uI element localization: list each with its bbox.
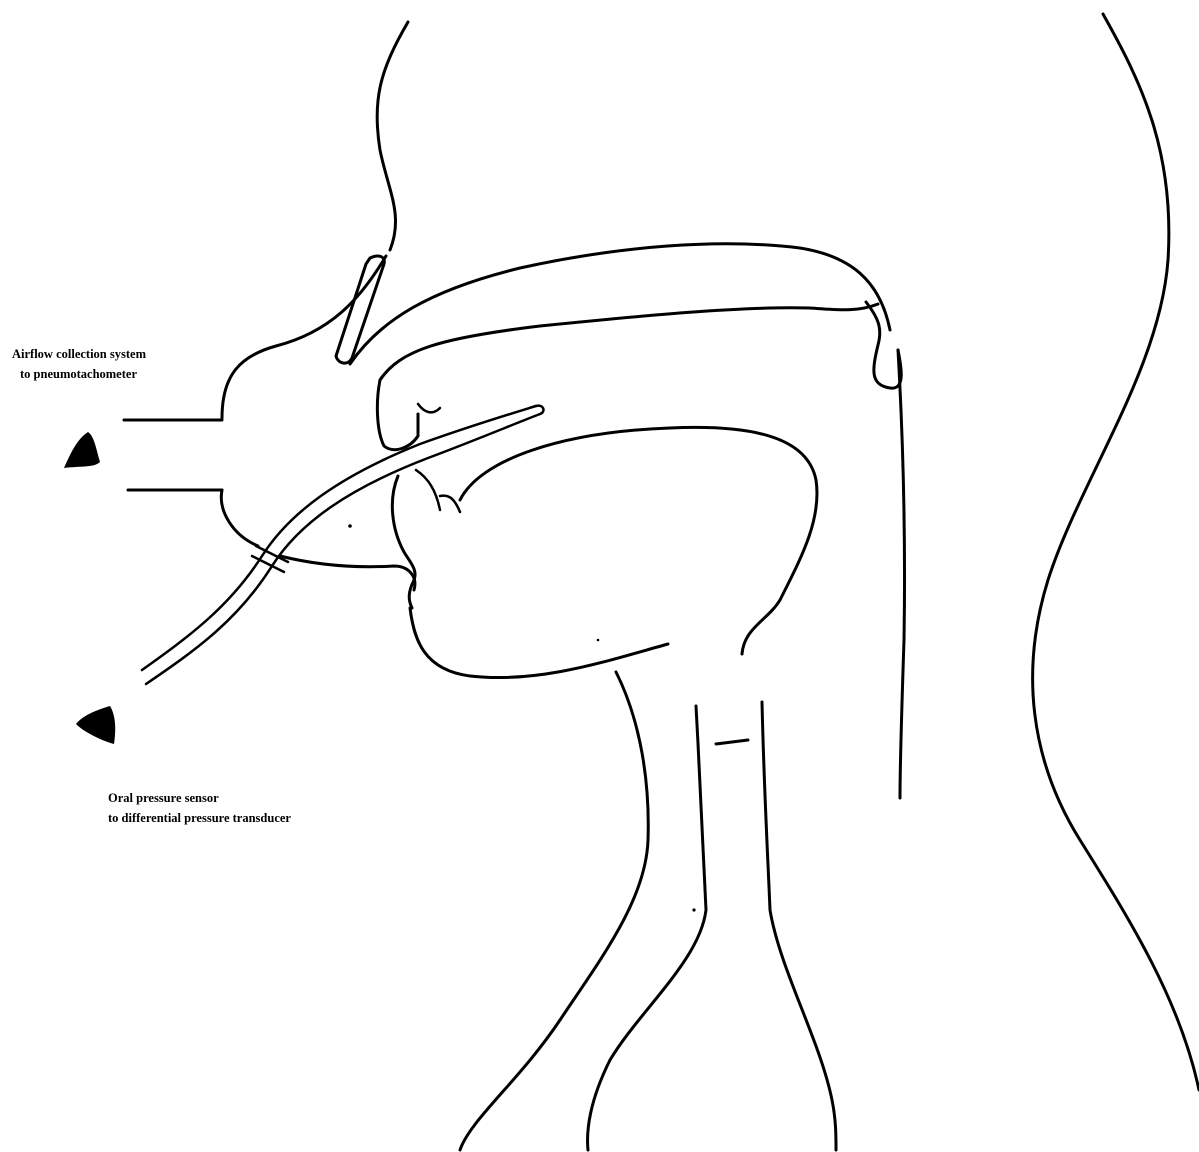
- airflow-arrow-icon: [64, 432, 100, 468]
- mask-lower-contact: [280, 556, 415, 590]
- airflow-mask-lower: [221, 490, 258, 546]
- upper-lip: [377, 380, 418, 450]
- pressure-tube-lower: [146, 414, 540, 684]
- trachea-front-wall: [588, 706, 706, 1150]
- oral-pressure-label-line2: to differential pressure transducer: [108, 808, 291, 828]
- pressure-tube-tip: [536, 406, 543, 414]
- neck-front-line: [460, 672, 648, 1150]
- pressure-arrow-icon: [76, 706, 115, 744]
- velum: [866, 302, 901, 388]
- face-profile-outline: [377, 22, 408, 250]
- speck: [692, 908, 695, 911]
- back-of-head-outline: [1033, 14, 1199, 1090]
- tongue-outline: [460, 427, 817, 654]
- upper-teeth-notch: [418, 404, 440, 412]
- chin-outline: [410, 608, 668, 678]
- velum-line: [380, 304, 878, 380]
- speck: [348, 524, 352, 528]
- airflow-label-line1: Airflow collection system: [12, 344, 146, 364]
- trachea-ring: [716, 740, 748, 744]
- oral-pressure-label-line1: Oral pressure sensor: [108, 788, 291, 808]
- airflow-label: Airflow collection system to pneumotacho…: [12, 344, 146, 384]
- oral-pressure-label: Oral pressure sensor to differential pre…: [108, 788, 291, 828]
- airflow-label-line2: to pneumotachometer: [12, 364, 146, 384]
- tongue-tip-detail: [416, 470, 440, 510]
- pressure-tube-upper: [142, 406, 536, 670]
- pharynx-posterior-wall: [898, 350, 905, 798]
- lower-lip: [392, 476, 415, 608]
- speck: [597, 639, 600, 642]
- trachea-back-wall: [762, 702, 836, 1150]
- tongue-tip-detail-2: [440, 496, 460, 512]
